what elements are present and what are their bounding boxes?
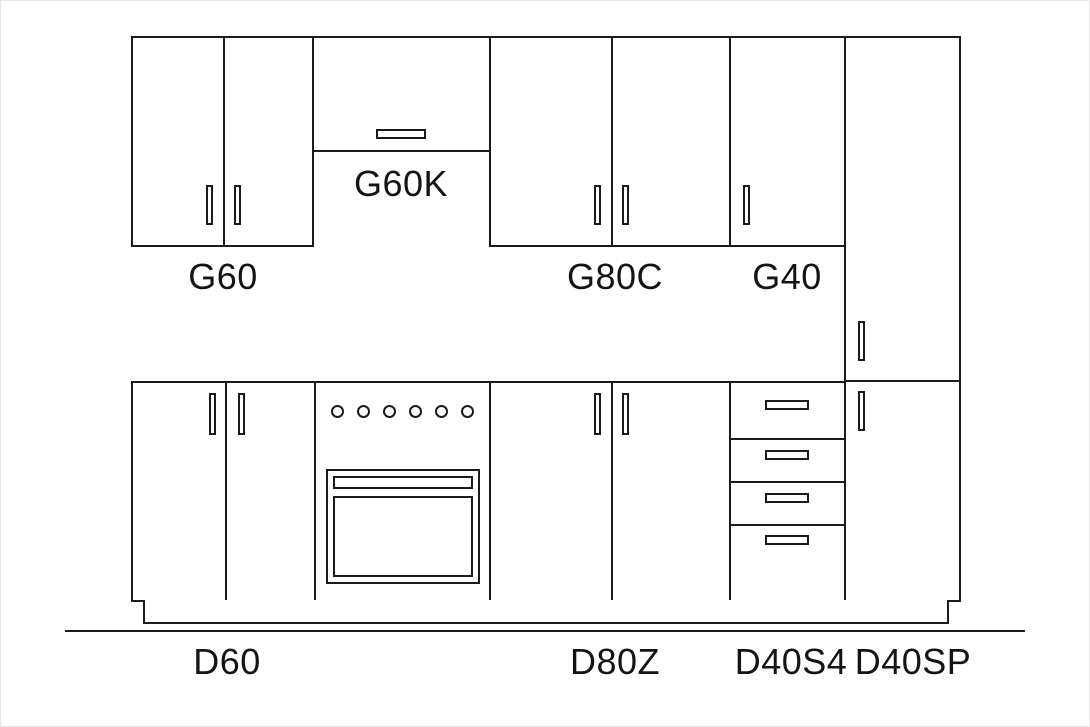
door-divider — [225, 383, 227, 600]
drawer-handle-icon — [765, 450, 809, 460]
label-d60: D60 — [193, 641, 261, 682]
door-handle-icon — [622, 393, 629, 435]
door-handle-icon — [594, 393, 601, 435]
oven-door — [326, 469, 480, 584]
label-d40sp: D40SP — [854, 641, 972, 682]
stove-knob-icon — [383, 405, 396, 418]
base-cabinet-d60 — [131, 381, 316, 602]
door-handle-icon — [238, 393, 245, 435]
drawer-handle-icon — [765, 493, 809, 503]
door-handle-icon — [622, 185, 629, 225]
door-handle-icon — [206, 185, 213, 225]
door-handle-icon — [858, 321, 865, 361]
stove-knob-icon — [409, 405, 422, 418]
stove-knob-icon — [435, 405, 448, 418]
door-divider — [611, 383, 613, 600]
stove-knob-icon — [461, 405, 474, 418]
label-g60: G60 — [188, 256, 258, 297]
wall-cabinet-g60 — [131, 36, 314, 247]
door-divider — [223, 38, 225, 245]
drawer-divider — [731, 524, 844, 526]
stove-knob-icon — [331, 405, 344, 418]
door-handle-icon — [209, 393, 216, 435]
label-g80c: G80C — [566, 256, 664, 297]
door-handle-icon — [376, 129, 426, 139]
cabinet-divider — [846, 380, 959, 382]
base-cabinet-d80z — [489, 381, 731, 602]
tall-cabinet-d40sp — [844, 36, 961, 602]
oven-handle-icon — [333, 476, 473, 489]
wall-cabinet-g60k — [312, 36, 491, 152]
door-handle-icon — [234, 185, 241, 225]
label-g60k: G60K — [353, 163, 449, 204]
wall-cabinet-g80c — [489, 36, 731, 247]
plinth — [143, 600, 949, 624]
oven-window — [333, 496, 473, 577]
drawer-handle-icon — [765, 535, 809, 545]
drawer-divider — [731, 481, 844, 483]
door-handle-icon — [858, 391, 865, 431]
range-cooker-unit — [314, 381, 491, 602]
door-handle-icon — [743, 185, 750, 225]
door-divider — [611, 38, 613, 245]
drawer-cabinet-d40s4 — [729, 381, 846, 602]
label-d40s4: D40S4 — [734, 641, 848, 682]
stove-knob-icon — [357, 405, 370, 418]
drawer-divider — [731, 438, 844, 440]
door-handle-icon — [594, 185, 601, 225]
wall-cabinet-g40 — [729, 36, 846, 247]
drawer-handle-icon — [765, 400, 809, 410]
label-d80z: D80Z — [569, 641, 661, 682]
floor-line — [65, 630, 1025, 632]
label-g40: G40 — [752, 256, 822, 297]
